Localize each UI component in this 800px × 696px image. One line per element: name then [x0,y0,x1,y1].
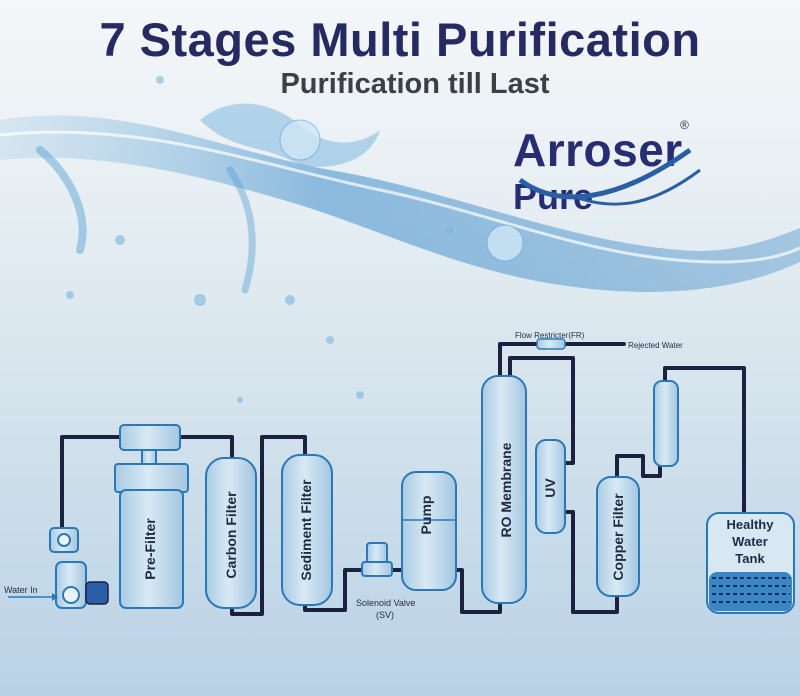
pipe-ro-to-uv [508,356,575,465]
uv-unit [535,439,566,534]
page-subtitle: Purification till Last [280,68,550,100]
copper-filter-label: Copper Filter [610,493,626,581]
water-tank-unit [706,512,795,614]
pipe-uv-to-copper [563,510,619,614]
water-splash [0,76,800,403]
pipe-pump-to-ro [454,568,502,614]
solenoid-valve-abbr: (SV) [376,610,394,620]
solenoid-valve-label: Solenoid Valve [356,598,415,608]
sediment-filter-unit [281,454,333,606]
registered-mark: ® [680,118,689,132]
carbon-filter-unit [205,457,257,609]
water-in-label: Water In [4,585,38,595]
sediment-filter-label: Sediment Filter [298,479,314,581]
pipe-prefilter-to-carbon [178,435,234,460]
pre-filter-label: Pre-Filter [142,518,158,580]
tank-label-line2: Water [732,534,768,549]
solenoid-valve-unit [361,542,393,577]
flow-restricter-unit [536,338,566,350]
uv-label: UV [542,478,558,498]
tank-label-line1: Healthy [727,517,775,532]
water-inlet-valve [8,527,109,609]
pump-label: Pump [418,496,434,535]
carbon-filter-label: Carbon Filter [223,491,239,579]
ro-membrane-label: RO Membrane [498,442,514,537]
pipe-postfilter-to-tank [663,366,746,517]
flow-restricter-label: Flow Restricter(FR) [515,331,585,340]
post-filter-unit [653,380,679,467]
tank-label-line3: Tank [735,551,765,566]
pipe-network [60,342,746,616]
pipe-carbon-to-sediment [230,435,307,616]
copper-filter-unit [596,476,640,597]
ro-membrane-unit [481,375,527,604]
brand-word-arroser: Arroser [513,124,683,176]
pipe-ro-to-flow-restricter [498,342,539,378]
pipe-copper-to-postfilter [615,454,662,479]
pump-unit [401,471,457,591]
pipe-inlet [60,435,122,534]
rejected-water-label: Rejected Water [628,341,683,350]
pre-filter-unit [114,424,189,609]
page-title: 7 Stages Multi Purification [99,13,701,66]
